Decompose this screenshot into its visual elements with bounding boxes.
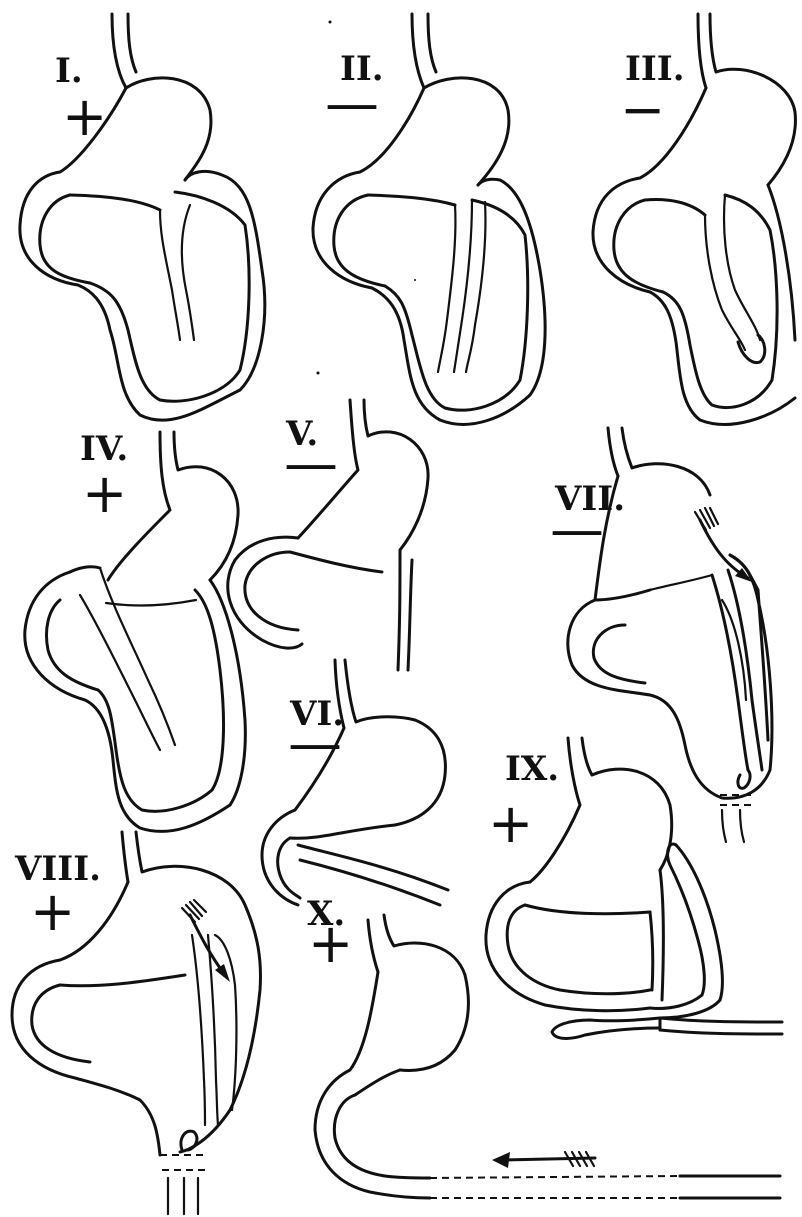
figure-x: X. + — [307, 894, 780, 1198]
figure-iii: III. − — [593, 14, 795, 424]
figure-vii-arrow-icon — [695, 508, 752, 582]
figure-vi: VI. — — [262, 660, 448, 905]
figure-vi-sign: — — [288, 712, 342, 775]
figure-v: V. — — [228, 400, 428, 670]
figure-v-sign: — — [284, 432, 338, 495]
figure-i-sign: + — [62, 85, 107, 148]
figure-iii-stomach — [593, 14, 795, 424]
figure-vii: VII. — — [550, 428, 772, 842]
figure-iv: IV. + — [25, 429, 246, 831]
figure-x-sign: + — [308, 912, 353, 975]
figure-iv-sign: + — [82, 462, 127, 525]
figure-i: I. + — [20, 14, 265, 420]
figure-ii: II. — — [313, 14, 545, 424]
figure-ix-sign: + — [488, 792, 533, 855]
figure-iii-sign: − — [620, 78, 665, 141]
figure-x-stomach — [315, 915, 780, 1198]
figure-x-arrow-icon — [492, 1152, 595, 1168]
figure-viii-sign: + — [30, 880, 75, 943]
figure-ix-numeral: IX. — [505, 749, 559, 789]
figure-ii-sign: — — [325, 72, 379, 135]
figure-vii-sign: — — [550, 498, 604, 561]
figure-viii: VIII. + — [12, 832, 260, 1214]
figure-iv-stomach — [25, 432, 246, 831]
